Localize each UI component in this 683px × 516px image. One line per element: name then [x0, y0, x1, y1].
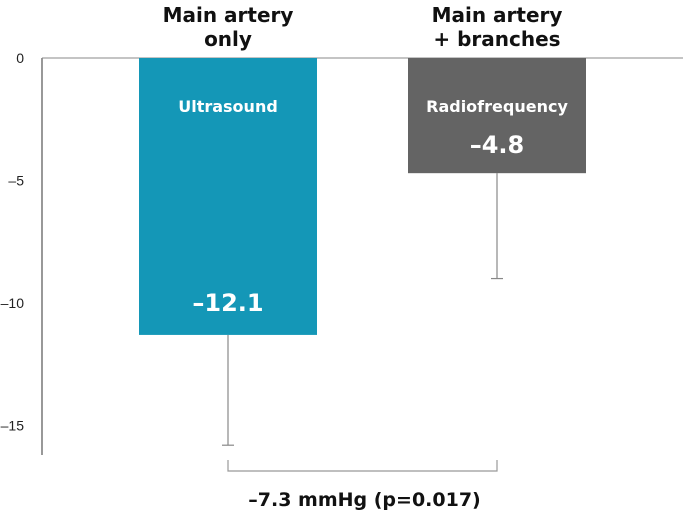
difference-label: –7.3 mmHg (p=0.017): [248, 489, 480, 511]
difference-bracket: –7.3 mmHg (p=0.017): [227, 460, 498, 511]
bar-name-label: Radiofrequency: [426, 97, 568, 116]
axis-layer: [41, 57, 683, 455]
bar-value-label: –12.1: [192, 289, 263, 317]
bar-value-label: –4.8: [470, 131, 525, 159]
y-tick-label: –10: [1, 295, 25, 311]
y-tick-label: –5: [8, 173, 24, 189]
bar-radiofrequency: [408, 58, 586, 174]
y-tick-label: –15: [1, 418, 25, 434]
bars: Ultrasound –12.1 Radiofrequency –4.8: [139, 58, 586, 446]
bracket-line: [227, 460, 498, 472]
y-tick-labels: 0 –5 –10 –15: [1, 50, 25, 434]
bar-name-label: Ultrasound: [178, 97, 278, 116]
bar-ultrasound: [139, 58, 317, 335]
category-label: Main artery+ branches: [432, 3, 563, 51]
y-tick-label: 0: [16, 50, 24, 66]
